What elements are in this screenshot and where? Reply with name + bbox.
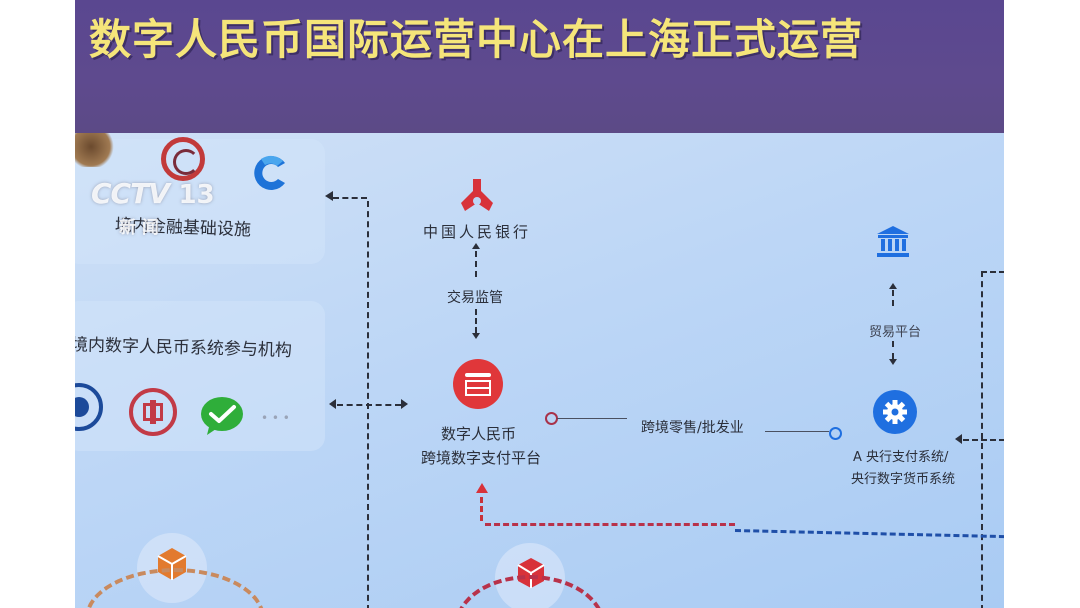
arrow-up-icon [476, 483, 488, 493]
arrow-down-icon [472, 333, 480, 339]
cctv-watermark: CCTV 13 [91, 177, 215, 210]
link-end-node [829, 427, 842, 440]
arrow-up-icon [472, 243, 480, 249]
arrow-up-icon [889, 283, 897, 289]
flow-connector-blue [734, 529, 1004, 539]
cctv-number: 13 [178, 180, 215, 210]
cctv-channel: CCTV [91, 177, 170, 210]
trade-connector-bottom [892, 341, 894, 359]
supervision-label: 交易监管 [447, 290, 503, 306]
bank-building-icon [875, 225, 911, 259]
arrow-right-icon [401, 399, 408, 409]
flow-connector-up [480, 497, 483, 521]
supervision-connector-top [475, 251, 477, 277]
arrow-left-icon [329, 399, 336, 409]
icbc-bank-logo-icon [129, 388, 177, 436]
retail-line-left [557, 418, 627, 419]
title-banner: 数字人民币国际运营中心在上海正式运营 [75, 0, 1004, 133]
pboc-label: 中国人民银行 [423, 223, 532, 241]
infra-connector [333, 197, 367, 199]
more-participants-dots: • • • [261, 411, 290, 425]
participants-connector [337, 404, 401, 406]
retail-line-right [765, 431, 829, 432]
central-bank-a-line1: A 央行支付系统/ [853, 450, 949, 465]
clearing-house-logo-icon [247, 151, 291, 195]
arrow-left-icon [325, 191, 333, 201]
digital-rmb-platform-icon [453, 359, 503, 409]
trade-platform-label: 贸易平台 [869, 325, 922, 340]
wechat-pay-logo-icon [199, 395, 245, 437]
gear-icon [873, 390, 917, 434]
retail-link-label: 跨境零售/批发业 [641, 420, 744, 436]
platform-label-line2: 跨境数字支付平台 [421, 449, 542, 467]
platform-label-line1: 数字人民币 [441, 425, 517, 443]
orange-dashed-arc [85, 568, 265, 608]
cips-logo-icon [161, 137, 205, 181]
flow-connector-red [485, 523, 735, 526]
pboc-logo-icon [455, 177, 499, 219]
central-bank-connector [963, 439, 1004, 441]
video-frame: 数字人民币国际运营中心在上海正式运营 境内金融基础设施 CCTV 13 新 闻 … [75, 0, 1004, 608]
central-bank-a-line2: 央行数字货币系统 [851, 472, 956, 487]
right-connector-top [981, 271, 1004, 273]
arrow-down-icon [889, 359, 897, 365]
trade-connector-top [892, 290, 894, 306]
arrow-left-icon [955, 434, 962, 444]
banner-title: 数字人民币国际运营中心在上海正式运营 [89, 15, 864, 64]
cctv-subtitle: 新 闻 [119, 218, 159, 238]
domestic-participants-panel [75, 301, 325, 451]
corner-object [75, 133, 115, 167]
diagram-screen: 境内金融基础设施 CCTV 13 新 闻 境内数字人民币系统参与机构 • • • [75, 133, 1004, 608]
supervision-connector-bottom [475, 309, 477, 333]
red-dashed-arc [455, 575, 605, 608]
